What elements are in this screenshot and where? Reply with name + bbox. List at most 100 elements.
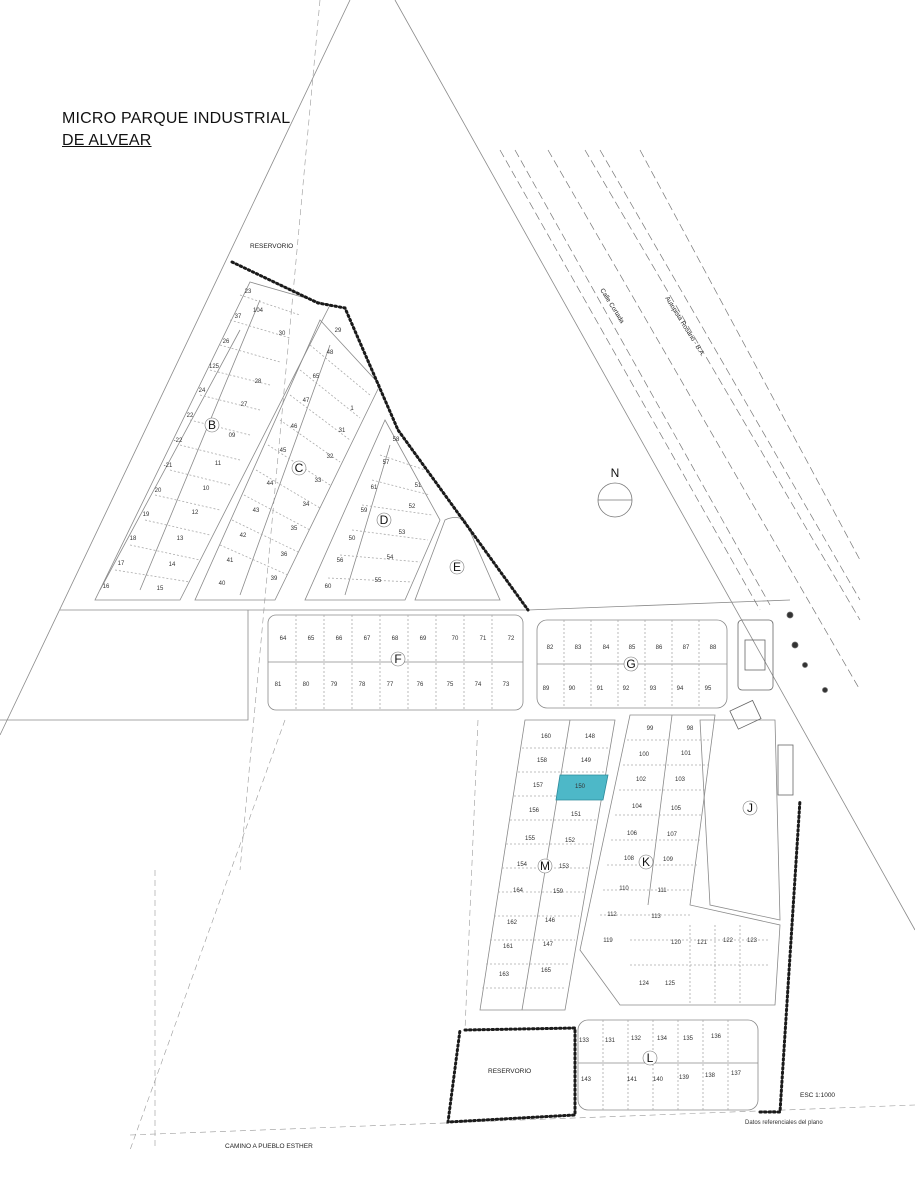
lot-label-46: 46 <box>291 424 298 430</box>
svg-text:M: M <box>540 859 550 873</box>
lot-label-31: 31 <box>339 428 346 434</box>
lot-label-43: 43 <box>253 508 260 514</box>
block-label-j: J <box>742 800 758 816</box>
block-label-m: M <box>537 858 553 874</box>
north-arrow: N <box>597 466 633 518</box>
lot-label-76: 76 <box>417 682 424 688</box>
lot-label-150: 150 <box>575 784 586 790</box>
svg-text:F: F <box>394 652 401 666</box>
lot-label-88: 88 <box>710 645 717 651</box>
lot-label-134: 134 <box>657 1036 668 1042</box>
road-label-cortada: Calle Cortada <box>598 287 625 325</box>
lot-label-98: 98 <box>687 726 694 732</box>
lot-label-131: 131 <box>605 1038 616 1044</box>
lot-label-16: 16 <box>103 584 110 590</box>
road-label-autopista: Autopista Rosario - B.A. <box>663 295 706 358</box>
lot-label-34: 34 <box>303 502 310 508</box>
svg-text:E: E <box>453 560 461 574</box>
lot-label-161: 161 <box>503 944 514 950</box>
block-j-outline <box>699 719 781 921</box>
lot-label-164: 164 <box>513 888 524 894</box>
lot-label-53: 53 <box>399 530 406 536</box>
lot-label-109: 109 <box>663 857 674 863</box>
lot-label-104: 104 <box>253 308 264 314</box>
lot-label-39: 39 <box>271 576 278 582</box>
lot-label-157: 157 <box>533 783 544 789</box>
svg-text:D: D <box>380 513 389 527</box>
lot-label-64: 64 <box>280 636 287 642</box>
lot-label-75: 75 <box>447 682 454 688</box>
lot-label-107: 107 <box>667 832 678 838</box>
lot-label-71: 71 <box>480 636 487 642</box>
lot-label-125: 125 <box>209 364 220 370</box>
block-e-outline <box>414 517 501 601</box>
lot-label-140: 140 <box>653 1077 664 1083</box>
lot-label-99: 99 <box>647 726 654 732</box>
lot-label-61: 61 <box>371 485 378 491</box>
lot-label-29: 29 <box>335 328 342 334</box>
lot-label-103: 103 <box>675 777 686 783</box>
lot-label-152: 152 <box>565 838 576 844</box>
lot-label-147: 147 <box>543 942 554 948</box>
title-line-1: MICRO PARQUE INDUSTRIAL <box>62 110 291 127</box>
lot-label-94: 94 <box>677 686 684 692</box>
lot-label-112: 112 <box>607 912 617 918</box>
lot-label-132: 132 <box>631 1036 642 1042</box>
block-label-b: B <box>204 417 220 433</box>
lot-label-33: 33 <box>315 478 322 484</box>
block-b-outline <box>94 281 331 601</box>
lot-label-138: 138 <box>705 1073 716 1079</box>
bottom-note: Datos referenciales del plano <box>745 1120 823 1126</box>
lot-label-30: 30 <box>279 331 286 337</box>
lot-label-68: 68 <box>392 636 399 642</box>
lot-label-108: 108 <box>624 856 635 862</box>
block-label-f: F <box>390 651 406 667</box>
svg-text:L: L <box>647 1051 654 1065</box>
reservorio-bottom-label: RESERVORIO <box>488 1068 531 1075</box>
site-boundary <box>0 0 915 931</box>
lot-label-89: 89 <box>543 686 550 692</box>
svg-text:J: J <box>747 801 753 815</box>
lot-label-143: 143 <box>581 1077 592 1083</box>
lot-label-36: 36 <box>281 552 288 558</box>
lot-label-139: 139 <box>679 1075 690 1081</box>
lot-label-26: 26 <box>223 339 230 345</box>
block-label-k: K <box>638 854 654 870</box>
lot-label-82: 82 <box>547 645 554 651</box>
lot-label-45: 45 <box>280 448 287 454</box>
block-labels: B C D E F G J K M L <box>204 417 758 1066</box>
svg-text:B: B <box>208 418 216 432</box>
lot-label-09: 09 <box>229 433 236 439</box>
scale-label: ESC 1:1000 <box>800 1092 835 1099</box>
lot-label-50: 50 <box>349 536 356 542</box>
lot-label-85: 85 <box>629 645 636 651</box>
lot-label-163: 163 <box>499 972 510 978</box>
lot-label-160: 160 <box>541 734 552 740</box>
lot-label-48: 48 <box>327 350 334 356</box>
lot-label-37: 37 <box>235 314 242 320</box>
highlighted-lot-150[interactable] <box>555 774 609 801</box>
division-lines <box>129 0 915 1151</box>
lot-label-137: 137 <box>731 1071 742 1077</box>
lot-label-162: 162 <box>507 920 518 926</box>
lot-label-105: 105 <box>671 806 682 812</box>
lot-label-1: 1 <box>350 406 354 412</box>
lot-label-56: 56 <box>337 558 344 564</box>
rail-lines <box>499 149 861 691</box>
map-title: MICRO PARQUE INDUSTRIAL DE ALVEAR <box>62 108 290 152</box>
lot-label-41: 41 <box>227 558 234 564</box>
road-bottom-label: CAMINO A PUEBLO ESTHER <box>225 1143 313 1150</box>
lot-label-125: 125 <box>665 981 676 987</box>
lot-label-72: 72 <box>508 636 515 642</box>
lot-label-58: 58 <box>393 437 400 443</box>
lot-label-146: 146 <box>545 918 556 924</box>
lot-label-18: 18 <box>130 536 137 542</box>
lot-label-83: 83 <box>575 645 582 651</box>
lot-label-12: 12 <box>192 510 199 516</box>
lot-label-106: 106 <box>627 831 638 837</box>
lot-label-113: 113 <box>651 914 661 920</box>
lot-label-100: 100 <box>639 752 650 758</box>
lot-label-69: 69 <box>420 636 427 642</box>
lot-label-15: 15 <box>157 586 164 592</box>
